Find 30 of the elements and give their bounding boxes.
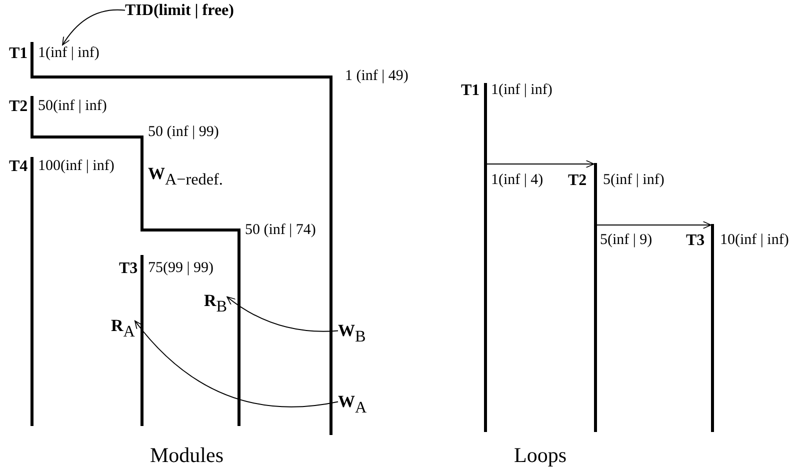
arrow — [596, 221, 712, 229]
value-label: 1(inf | inf) — [38, 45, 100, 62]
value-label: 1(inf | inf) — [491, 82, 552, 100]
value-label: 50 (inf | 99) — [148, 124, 219, 142]
curved-arrow — [226, 296, 338, 332]
thread-label: T3 — [119, 260, 138, 278]
value-label: 5(inf | inf) — [603, 172, 664, 190]
thread-label: T2 — [9, 98, 28, 116]
thread-line — [484, 83, 487, 432]
value-label: 10(inf | inf) — [720, 232, 789, 250]
value-label: 75(99 | 99) — [148, 260, 214, 278]
value-label: 5(inf | 9) — [600, 232, 652, 250]
value-label: 50(inf | inf) — [38, 98, 107, 116]
curved-arrow — [62, 9, 126, 46]
value-label: 100(inf | inf) — [38, 158, 114, 176]
thread-line — [711, 224, 714, 432]
thread-label: T3 — [686, 232, 705, 250]
section-title: Loops — [514, 443, 566, 468]
thread-label: T4 — [9, 158, 28, 176]
section-title: Modules — [150, 443, 224, 468]
annotation-label: TID(limit | free) — [125, 2, 234, 20]
curved-arrow — [134, 320, 338, 408]
value-label: 50 (inf | 74) — [245, 222, 316, 240]
thread-line — [594, 163, 597, 432]
value-label: 1 (inf | 49) — [345, 68, 408, 86]
value-label: 1(inf | 4) — [491, 172, 544, 190]
thread-label: T1 — [9, 45, 28, 64]
thread-label: T2 — [568, 172, 587, 190]
thread-label: T1 — [461, 82, 480, 100]
arrow — [486, 160, 594, 168]
